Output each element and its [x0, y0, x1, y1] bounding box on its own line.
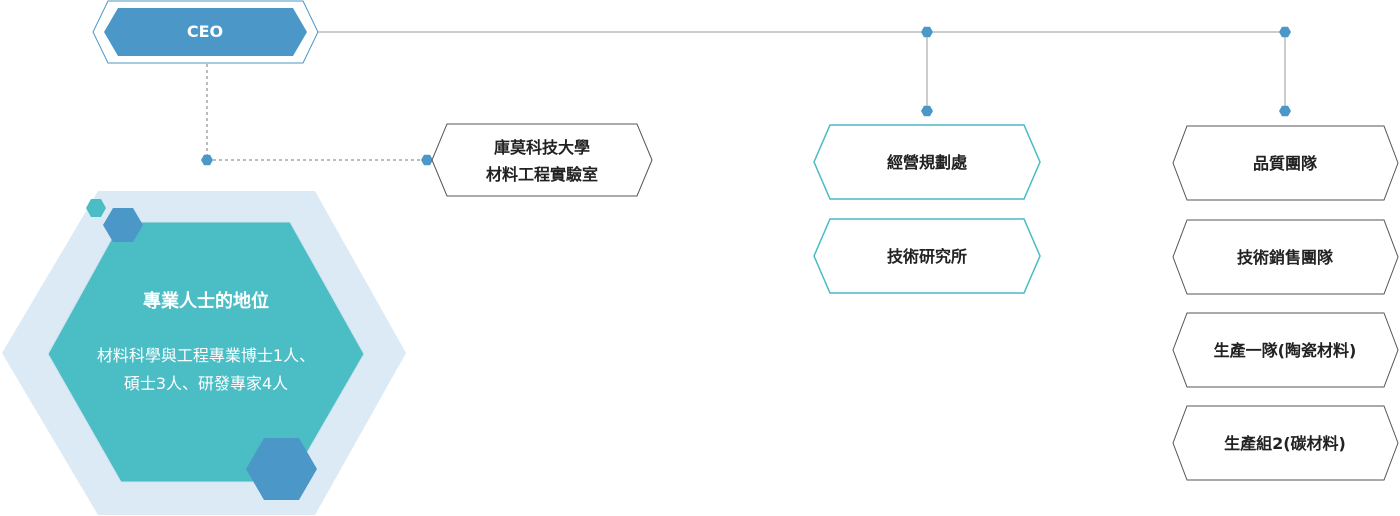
info-title: 專業人士的地位 [143, 290, 269, 312]
gray-node-outline [1172, 405, 1399, 481]
decor-hexagon-large [246, 438, 317, 500]
gray-node-outline [1172, 219, 1399, 295]
teal-node-research[interactable]: 技術研究所 [813, 218, 1041, 294]
ceo-fill [104, 8, 307, 56]
teal-node-label: 技術研究所 [887, 247, 967, 266]
connector-dot [421, 154, 433, 166]
lab-label-line1: 庫莫科技大學 [494, 138, 590, 157]
lab-outline [431, 123, 653, 197]
gray-node-sales[interactable]: 技術銷售團隊 [1172, 219, 1399, 295]
connector-dot [201, 154, 213, 166]
info-line1: 材料科學與工程專業博士1人、 [97, 346, 315, 365]
info-hexagon-group: 專業人士的地位 材料科學與工程專業博士1人、 碩士3人、研發專家4人 [2, 191, 406, 515]
ceo-label: CEO [187, 22, 223, 41]
gray-node-label: 技術銷售團隊 [1237, 248, 1334, 267]
connector-dot [1279, 105, 1291, 117]
connector-dot [921, 105, 933, 117]
connector-dot [1279, 26, 1291, 38]
lab-label-line2: 材料工程實驗室 [486, 165, 598, 184]
info-line2: 碩士3人、研發專家4人 [124, 374, 288, 393]
gray-node-outline [1172, 312, 1399, 388]
gray-node-label: 品質團隊 [1253, 154, 1318, 173]
teal-node-outline [813, 218, 1041, 294]
connector-dot [921, 26, 933, 38]
decor-hexagon-small [86, 199, 106, 217]
ceo-node[interactable]: CEO [92, 0, 319, 64]
gray-node-carbon[interactable]: 生產組2(碳材料) [1172, 405, 1399, 481]
lab-node[interactable]: 庫莫科技大學 材料工程實驗室 [431, 123, 653, 197]
gray-node-ceramics[interactable]: 生產一隊(陶瓷材料) [1172, 312, 1399, 388]
teal-node-label: 經營規劃處 [887, 153, 968, 172]
gray-node-label: 生產一隊(陶瓷材料) [1214, 341, 1357, 360]
teal-node-outline [813, 124, 1041, 200]
decor-hexagon-medium [103, 208, 143, 242]
teal-node-planning[interactable]: 經營規劃處 [813, 124, 1041, 200]
gray-node-quality[interactable]: 品質團隊 [1172, 125, 1399, 201]
gray-node-label: 生產組2(碳材料) [1224, 434, 1346, 453]
gray-node-outline [1172, 125, 1399, 201]
